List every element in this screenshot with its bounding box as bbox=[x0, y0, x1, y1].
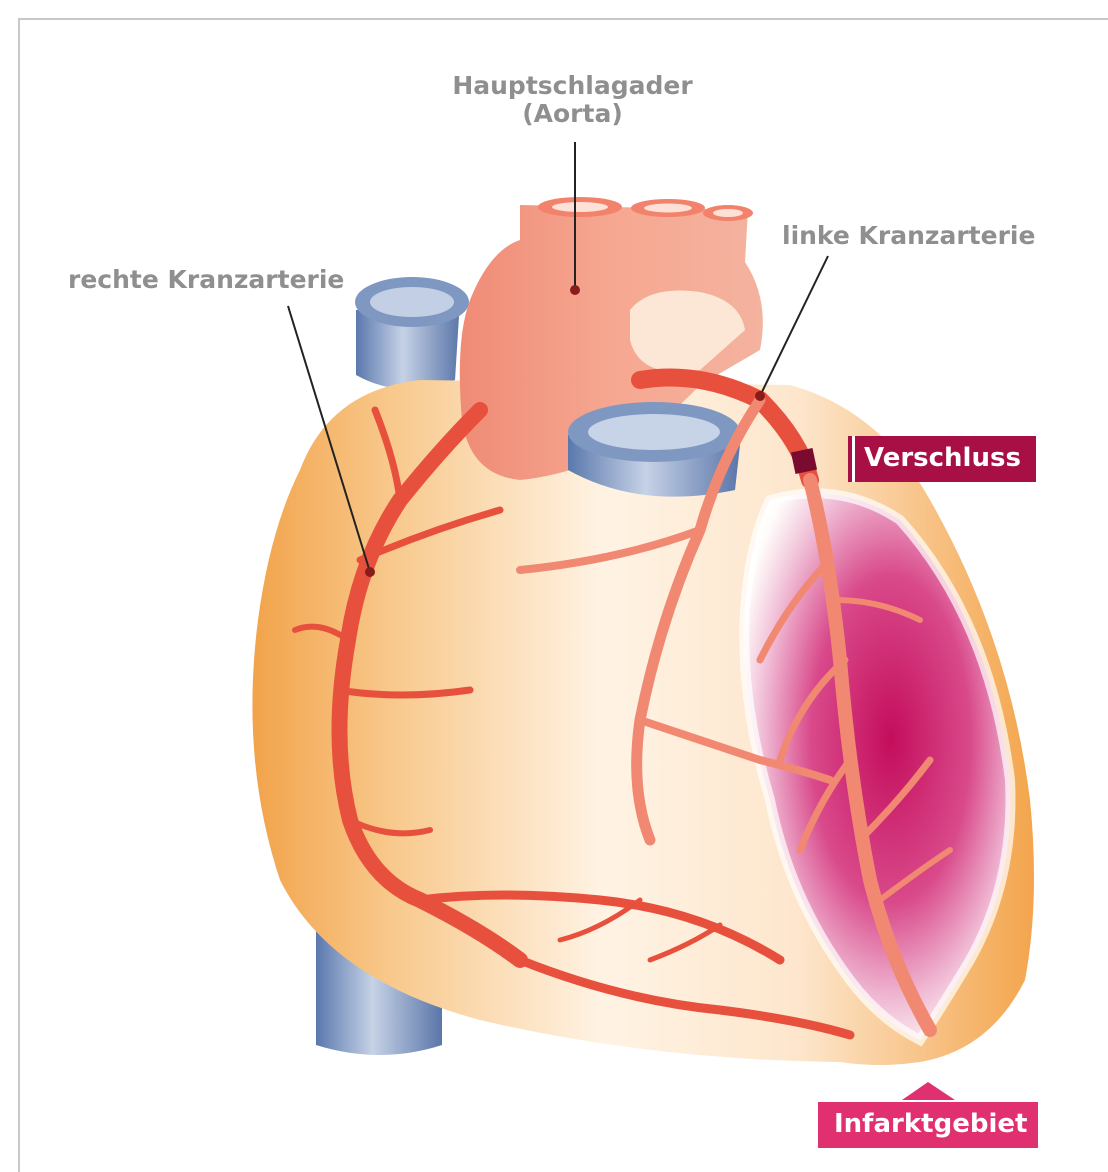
occlusion-tag-divider bbox=[852, 436, 855, 482]
occlusion-marker bbox=[791, 448, 817, 474]
infarct-tag: Infarktgebiet bbox=[818, 1102, 1038, 1148]
occlusion-tag-label: Verschluss bbox=[864, 443, 1021, 473]
occlusion-tag: Verschluss bbox=[848, 436, 1036, 482]
right-coronary-label: rechte Kranzarterie bbox=[68, 266, 344, 294]
aorta-label-line2: (Aorta) bbox=[400, 100, 745, 128]
left-coronary-label: linke Kranzarterie bbox=[782, 222, 1035, 250]
infarct-tag-label: Infarktgebiet bbox=[834, 1109, 1027, 1139]
aorta-label: Hauptschlagader (Aorta) bbox=[400, 72, 745, 127]
aorta-label-line1: Hauptschlagader bbox=[400, 72, 745, 100]
infarct-pointer bbox=[902, 1082, 955, 1100]
vena-cava-superior bbox=[355, 277, 469, 389]
